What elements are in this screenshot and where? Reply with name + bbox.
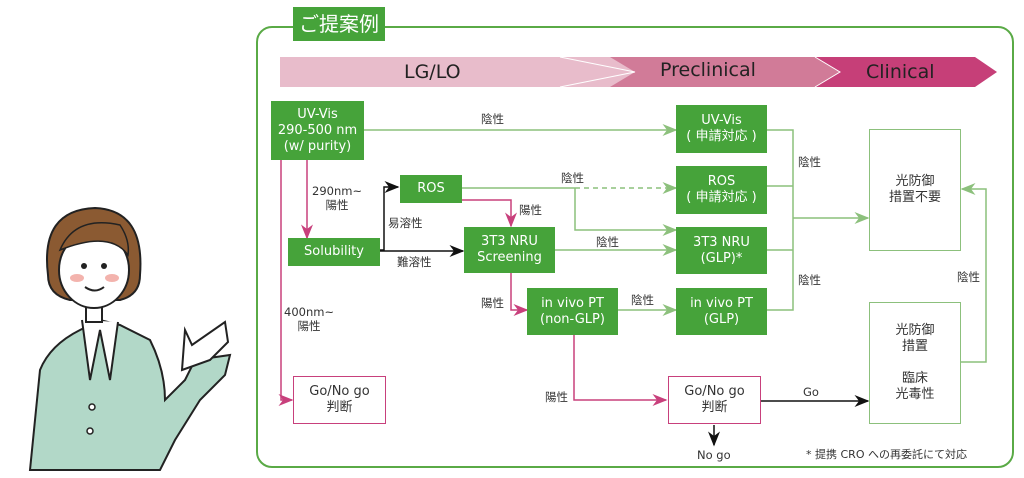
label-pos-290: 290nm~ 陽性 [312, 184, 363, 212]
label-easy-soluble: 易溶性 [388, 216, 423, 230]
edge-ros-to-nru-glp [574, 188, 678, 236]
phase-arrow-preclinical [560, 57, 840, 87]
label-pos-ros: 陽性 [519, 203, 542, 217]
phase-label-clinical: Clinical [866, 61, 935, 83]
presenter-illustration [28, 206, 232, 471]
edge-feedback-neg [948, 183, 987, 363]
label-pos-400: 400nm~ 陽性 [284, 305, 335, 333]
box-protection-clinical: 光防御 措置 臨床 光毒性 [869, 302, 961, 424]
box-invivo-glp: in vivo PT (GLP) [676, 288, 767, 335]
label-pos-invivo: 陽性 [545, 390, 568, 404]
label-neg-right-lower: 陰性 [798, 273, 821, 287]
box-nru-screening: 3T3 NRU Screening [464, 227, 555, 273]
box-nru-glp: 3T3 NRU (GLP)* [676, 227, 767, 274]
box-gonogo-left: Go/No go 判断 [293, 376, 386, 424]
box-no-protection: 光防御 措置不要 [869, 129, 961, 251]
proposal-title: ご提案例 [293, 7, 385, 41]
label-neg-ros: 陰性 [561, 171, 584, 185]
box-invivo-nonglp: in vivo PT (non-GLP) [527, 288, 618, 335]
label-poor-soluble: 難溶性 [397, 255, 432, 269]
phase-label-lglo: LG/LO [404, 61, 461, 83]
box-uvvis-initial: UV-Vis 290-500 nm (w/ purity) [271, 101, 364, 160]
proposal-frame [256, 26, 1014, 468]
phase-arrow-lglo [280, 57, 635, 87]
label-no-go: No go [697, 448, 731, 462]
label-neg-invivo: 陰性 [631, 293, 654, 307]
phase-arrow-clinical [800, 57, 997, 87]
label-neg-right-upper: 陰性 [798, 155, 821, 169]
box-solubility: Solubility [288, 238, 380, 266]
label-neg-nru: 陰性 [596, 235, 619, 249]
box-uvvis-filing: UV-Vis ( 申請対応 ) [676, 105, 767, 153]
box-gonogo-right: Go/No go 判断 [668, 376, 761, 424]
label-neg-feedback: 陰性 [957, 270, 980, 284]
label-neg-top: 陰性 [481, 112, 504, 126]
phase-label-preclinical: Preclinical [660, 59, 756, 81]
label-pos-nru: 陽性 [481, 296, 504, 310]
box-ros: ROS [400, 175, 462, 203]
box-ros-filing: ROS ( 申請対応 ) [676, 166, 767, 214]
label-go: Go [803, 385, 819, 399]
footnote: * 提携 CRO への再委託にて対応 [806, 448, 967, 461]
